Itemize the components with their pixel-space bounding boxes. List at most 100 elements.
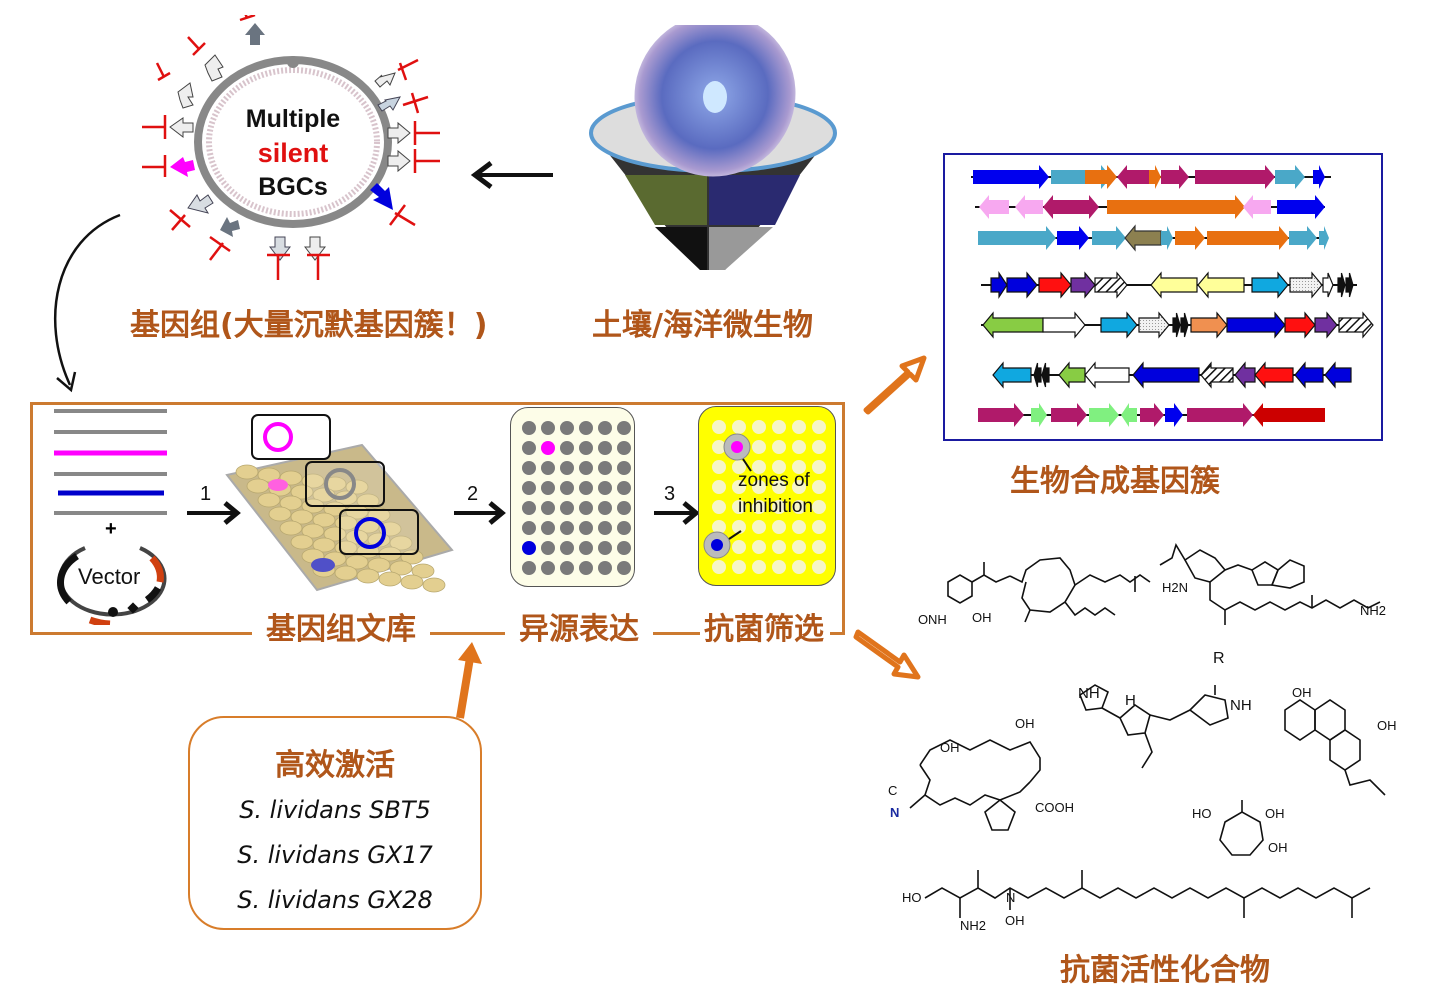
aromatic-ring [1284, 699, 1316, 741]
bgc-gene-arrow [1180, 312, 1189, 338]
library-well [257, 467, 281, 483]
bgc-panel [943, 153, 1383, 441]
gene-arrow [169, 117, 194, 139]
screening-well [732, 480, 746, 494]
atom-label: H [1125, 692, 1136, 709]
bgc-gene-arrow [1187, 403, 1253, 427]
activation-panel: 高效激活 S. lividans SBT5 S. lividans GX17 S… [188, 716, 482, 930]
expression-well [560, 501, 574, 515]
strain-sbt5: S. lividans SBT5 [239, 796, 431, 824]
gene-arrow [377, 96, 401, 112]
bgc-gene-arrow [1289, 271, 1323, 299]
bgc-gene-arrow [1253, 403, 1325, 427]
vector-label: Vector [78, 564, 141, 589]
gene-arrows-ring [169, 23, 411, 261]
library-well [235, 464, 259, 480]
bgc-gene-arrow [1094, 271, 1128, 299]
step-3-arrow-icon [654, 501, 700, 525]
screening-well [792, 500, 806, 514]
screening-well [752, 520, 766, 534]
bgc-gene-arrow [1313, 165, 1325, 189]
expression-plate [510, 407, 635, 587]
expression-well [522, 421, 536, 435]
expression-well [522, 561, 536, 575]
plus-sign: + [105, 518, 117, 540]
atom-label: NH [1230, 697, 1252, 714]
pyrrole-ring-2 [1119, 703, 1151, 736]
bgc-gene-arrow [973, 165, 1049, 189]
bgc-gene-arrow [1275, 165, 1305, 189]
screening-well [752, 560, 766, 574]
workflow-panel [30, 402, 845, 635]
genome-circle-diagram [142, 15, 440, 280]
screening-well [772, 420, 786, 434]
clone-box-gray [305, 461, 385, 507]
expression-well [617, 441, 631, 455]
bgc-gene-arrow [1207, 226, 1289, 250]
bgc-gene-arrow [1294, 361, 1324, 389]
bgc-gene-arrow [1031, 403, 1047, 427]
bgc-gene-map [971, 165, 1374, 427]
atom-label: NH2 [1360, 603, 1386, 618]
bgc-gene-arrow [1338, 311, 1374, 339]
bgc-gene-arrow [1058, 361, 1086, 389]
bgc-gene-arrow [990, 271, 1008, 299]
expression-well [579, 461, 593, 475]
library-well [290, 484, 314, 500]
bgc-gene-arrow [978, 403, 1024, 427]
cone-photo-tile [709, 227, 773, 270]
cone-photo-tile [709, 175, 800, 225]
library-well [312, 537, 336, 553]
clone-plasmid-magenta [263, 422, 293, 452]
bgc-gene-arrow [1038, 271, 1072, 299]
gene-arrow [220, 217, 240, 237]
expression-well [579, 521, 593, 535]
bgc-gene-arrow [1132, 361, 1200, 389]
orange-arrow-down-right-icon [853, 629, 921, 680]
bgc-gene-arrow [1043, 195, 1063, 219]
pointer-line [728, 530, 742, 540]
bgc-gene-arrow [1121, 403, 1137, 427]
step-3-number: 3 [664, 483, 676, 505]
circle-text-silent: silent [257, 138, 329, 168]
expression-well [579, 481, 593, 495]
screening-well [792, 540, 806, 554]
circle-text-bgcs: BGCs [258, 173, 328, 201]
bgc-gene-arrow [1200, 361, 1234, 389]
screening-well [772, 560, 786, 574]
bgc-gene-arrow [1289, 226, 1317, 250]
screening-well [752, 420, 766, 434]
expression-well [541, 501, 555, 515]
screening-well [712, 500, 726, 514]
expression-well [598, 481, 612, 495]
expression-well [617, 421, 631, 435]
expression-plate-wells [522, 421, 631, 575]
terminator-symbols [142, 15, 440, 280]
expression-well [598, 441, 612, 455]
step-1-arrow-icon [187, 501, 241, 525]
screening-well [792, 560, 806, 574]
bgc-gene-arrow [979, 195, 1009, 219]
screening-well [712, 520, 726, 534]
bgc-gene-arrow [1117, 165, 1149, 189]
bgc-gene-arrow [1042, 311, 1086, 339]
source-caption: 土壤/海洋微生物 [592, 308, 813, 343]
benzene-ring [947, 574, 973, 604]
library-well [290, 509, 314, 525]
gene-arrow [303, 236, 327, 261]
bgc-gene-arrow [1033, 362, 1042, 388]
inhibition-zone-label: zones of inhibition [738, 468, 813, 520]
strain-gx17: S. lividans GX17 [237, 841, 433, 869]
screening-well [712, 460, 726, 474]
bgc-gene-arrow [1165, 403, 1183, 427]
cyclopentane-ring [984, 798, 1016, 831]
bgc-gene-arrow [1172, 312, 1181, 338]
library-well [257, 492, 281, 508]
library-well [356, 493, 380, 509]
vector-plasmid-icon [57, 546, 167, 625]
expression-well [617, 461, 631, 475]
screening-plate-wells [703, 420, 826, 574]
colony-center [703, 81, 727, 113]
screening-well [772, 500, 786, 514]
library-well [290, 534, 314, 550]
